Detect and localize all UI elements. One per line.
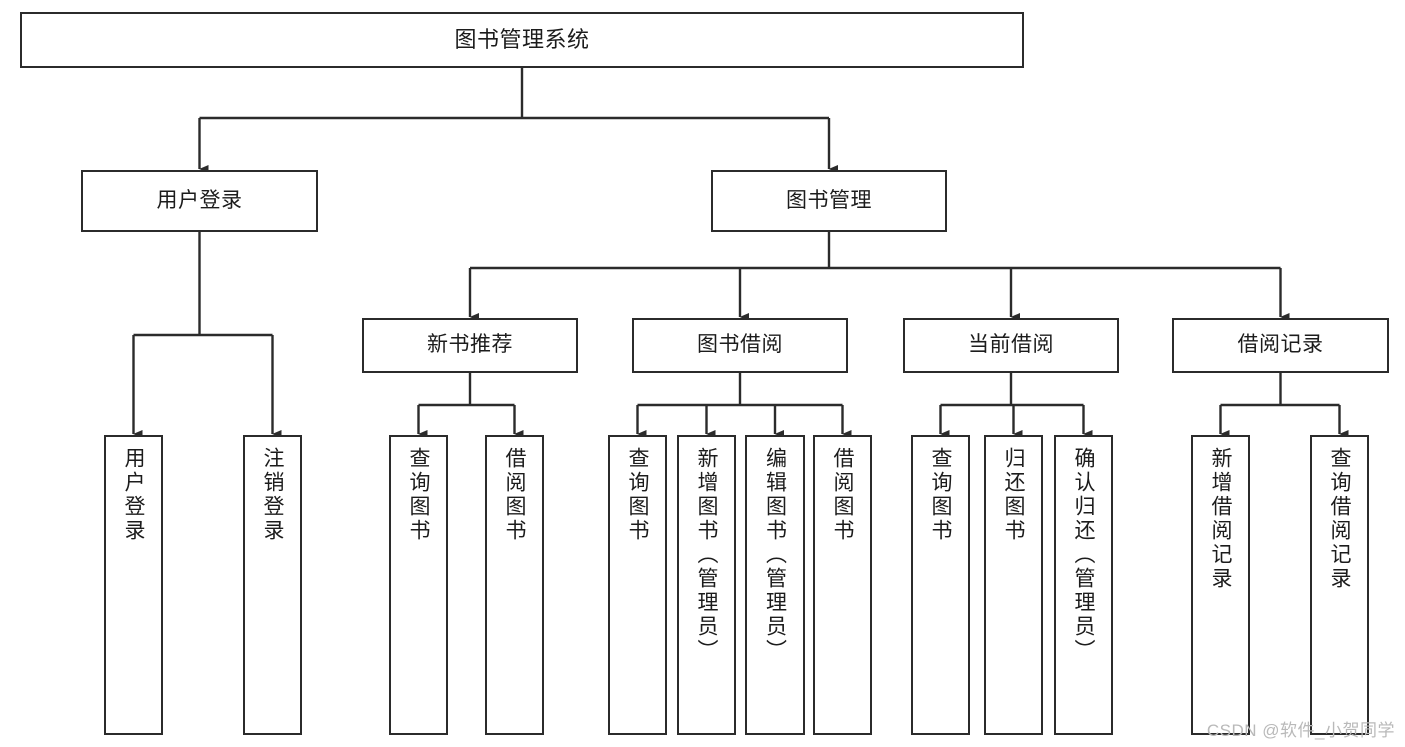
node-new-book-recommend[interactable]: 新书推荐 xyxy=(362,318,578,373)
node-leaf-logout-label: 注销登录 xyxy=(261,447,284,543)
node-leaf-add-borrow-record[interactable]: 新增借阅记录 xyxy=(1191,435,1250,735)
node-leaf-query-book-current-label: 查询图书 xyxy=(929,447,952,543)
node-borrow-record-label: 借阅记录 xyxy=(1237,333,1324,357)
node-leaf-return-book[interactable]: 归还图书 xyxy=(984,435,1043,735)
node-current-borrowing[interactable]: 当前借阅 xyxy=(903,318,1119,373)
node-new-book-recommend-label: 新书推荐 xyxy=(427,333,513,357)
node-book-management-label: 图书管理 xyxy=(786,188,872,212)
node-leaf-return-book-label: 归还图书 xyxy=(1002,447,1025,543)
node-borrow-record[interactable]: 借阅记录 xyxy=(1172,318,1389,373)
node-leaf-query-book-borrow-label: 查询图书 xyxy=(626,447,649,543)
node-leaf-query-book-rec[interactable]: 查询图书 xyxy=(389,435,448,735)
node-leaf-add-book-label: 新增图书（管理员） xyxy=(695,447,718,663)
node-user-login[interactable]: 用户登录 xyxy=(81,170,318,232)
node-leaf-borrow-book-rec-label: 借阅图书 xyxy=(503,447,526,543)
node-leaf-query-borrow-record-label: 查询借阅记录 xyxy=(1328,447,1351,591)
node-book-borrowing-label: 图书借阅 xyxy=(697,333,783,357)
node-leaf-edit-book-label: 编辑图书（管理员） xyxy=(763,447,787,663)
node-root[interactable]: 图书管理系统 xyxy=(20,12,1024,68)
node-leaf-borrow-book[interactable]: 借阅图书 xyxy=(813,435,872,735)
node-leaf-confirm-return-label: 确认归还（管理员） xyxy=(1072,447,1095,663)
node-leaf-user-login[interactable]: 用户登录 xyxy=(104,435,163,735)
node-leaf-confirm-return[interactable]: 确认归还（管理员） xyxy=(1054,435,1113,735)
node-leaf-add-book[interactable]: 新增图书（管理员） xyxy=(677,435,736,735)
node-current-borrowing-label: 当前借阅 xyxy=(968,333,1054,357)
node-leaf-query-book-rec-label: 查询图书 xyxy=(407,447,430,543)
node-leaf-query-book-current[interactable]: 查询图书 xyxy=(911,435,970,735)
node-leaf-logout[interactable]: 注销登录 xyxy=(243,435,302,735)
csdn-watermark: CSDN @软件_小贺同学 xyxy=(1206,721,1395,740)
node-leaf-borrow-book-rec[interactable]: 借阅图书 xyxy=(485,435,544,735)
node-leaf-add-borrow-record-label: 新增借阅记录 xyxy=(1209,447,1232,591)
node-root-label: 图书管理系统 xyxy=(454,27,590,53)
node-leaf-borrow-book-label: 借阅图书 xyxy=(831,447,854,543)
node-book-management[interactable]: 图书管理 xyxy=(711,170,947,232)
node-leaf-query-book-borrow[interactable]: 查询图书 xyxy=(608,435,667,735)
node-leaf-edit-book[interactable]: 编辑图书（管理员） xyxy=(745,435,805,735)
node-leaf-user-login-label: 用户登录 xyxy=(122,447,145,543)
node-leaf-query-borrow-record[interactable]: 查询借阅记录 xyxy=(1310,435,1369,735)
node-user-login-label: 用户登录 xyxy=(156,188,243,212)
node-book-borrowing[interactable]: 图书借阅 xyxy=(632,318,848,373)
